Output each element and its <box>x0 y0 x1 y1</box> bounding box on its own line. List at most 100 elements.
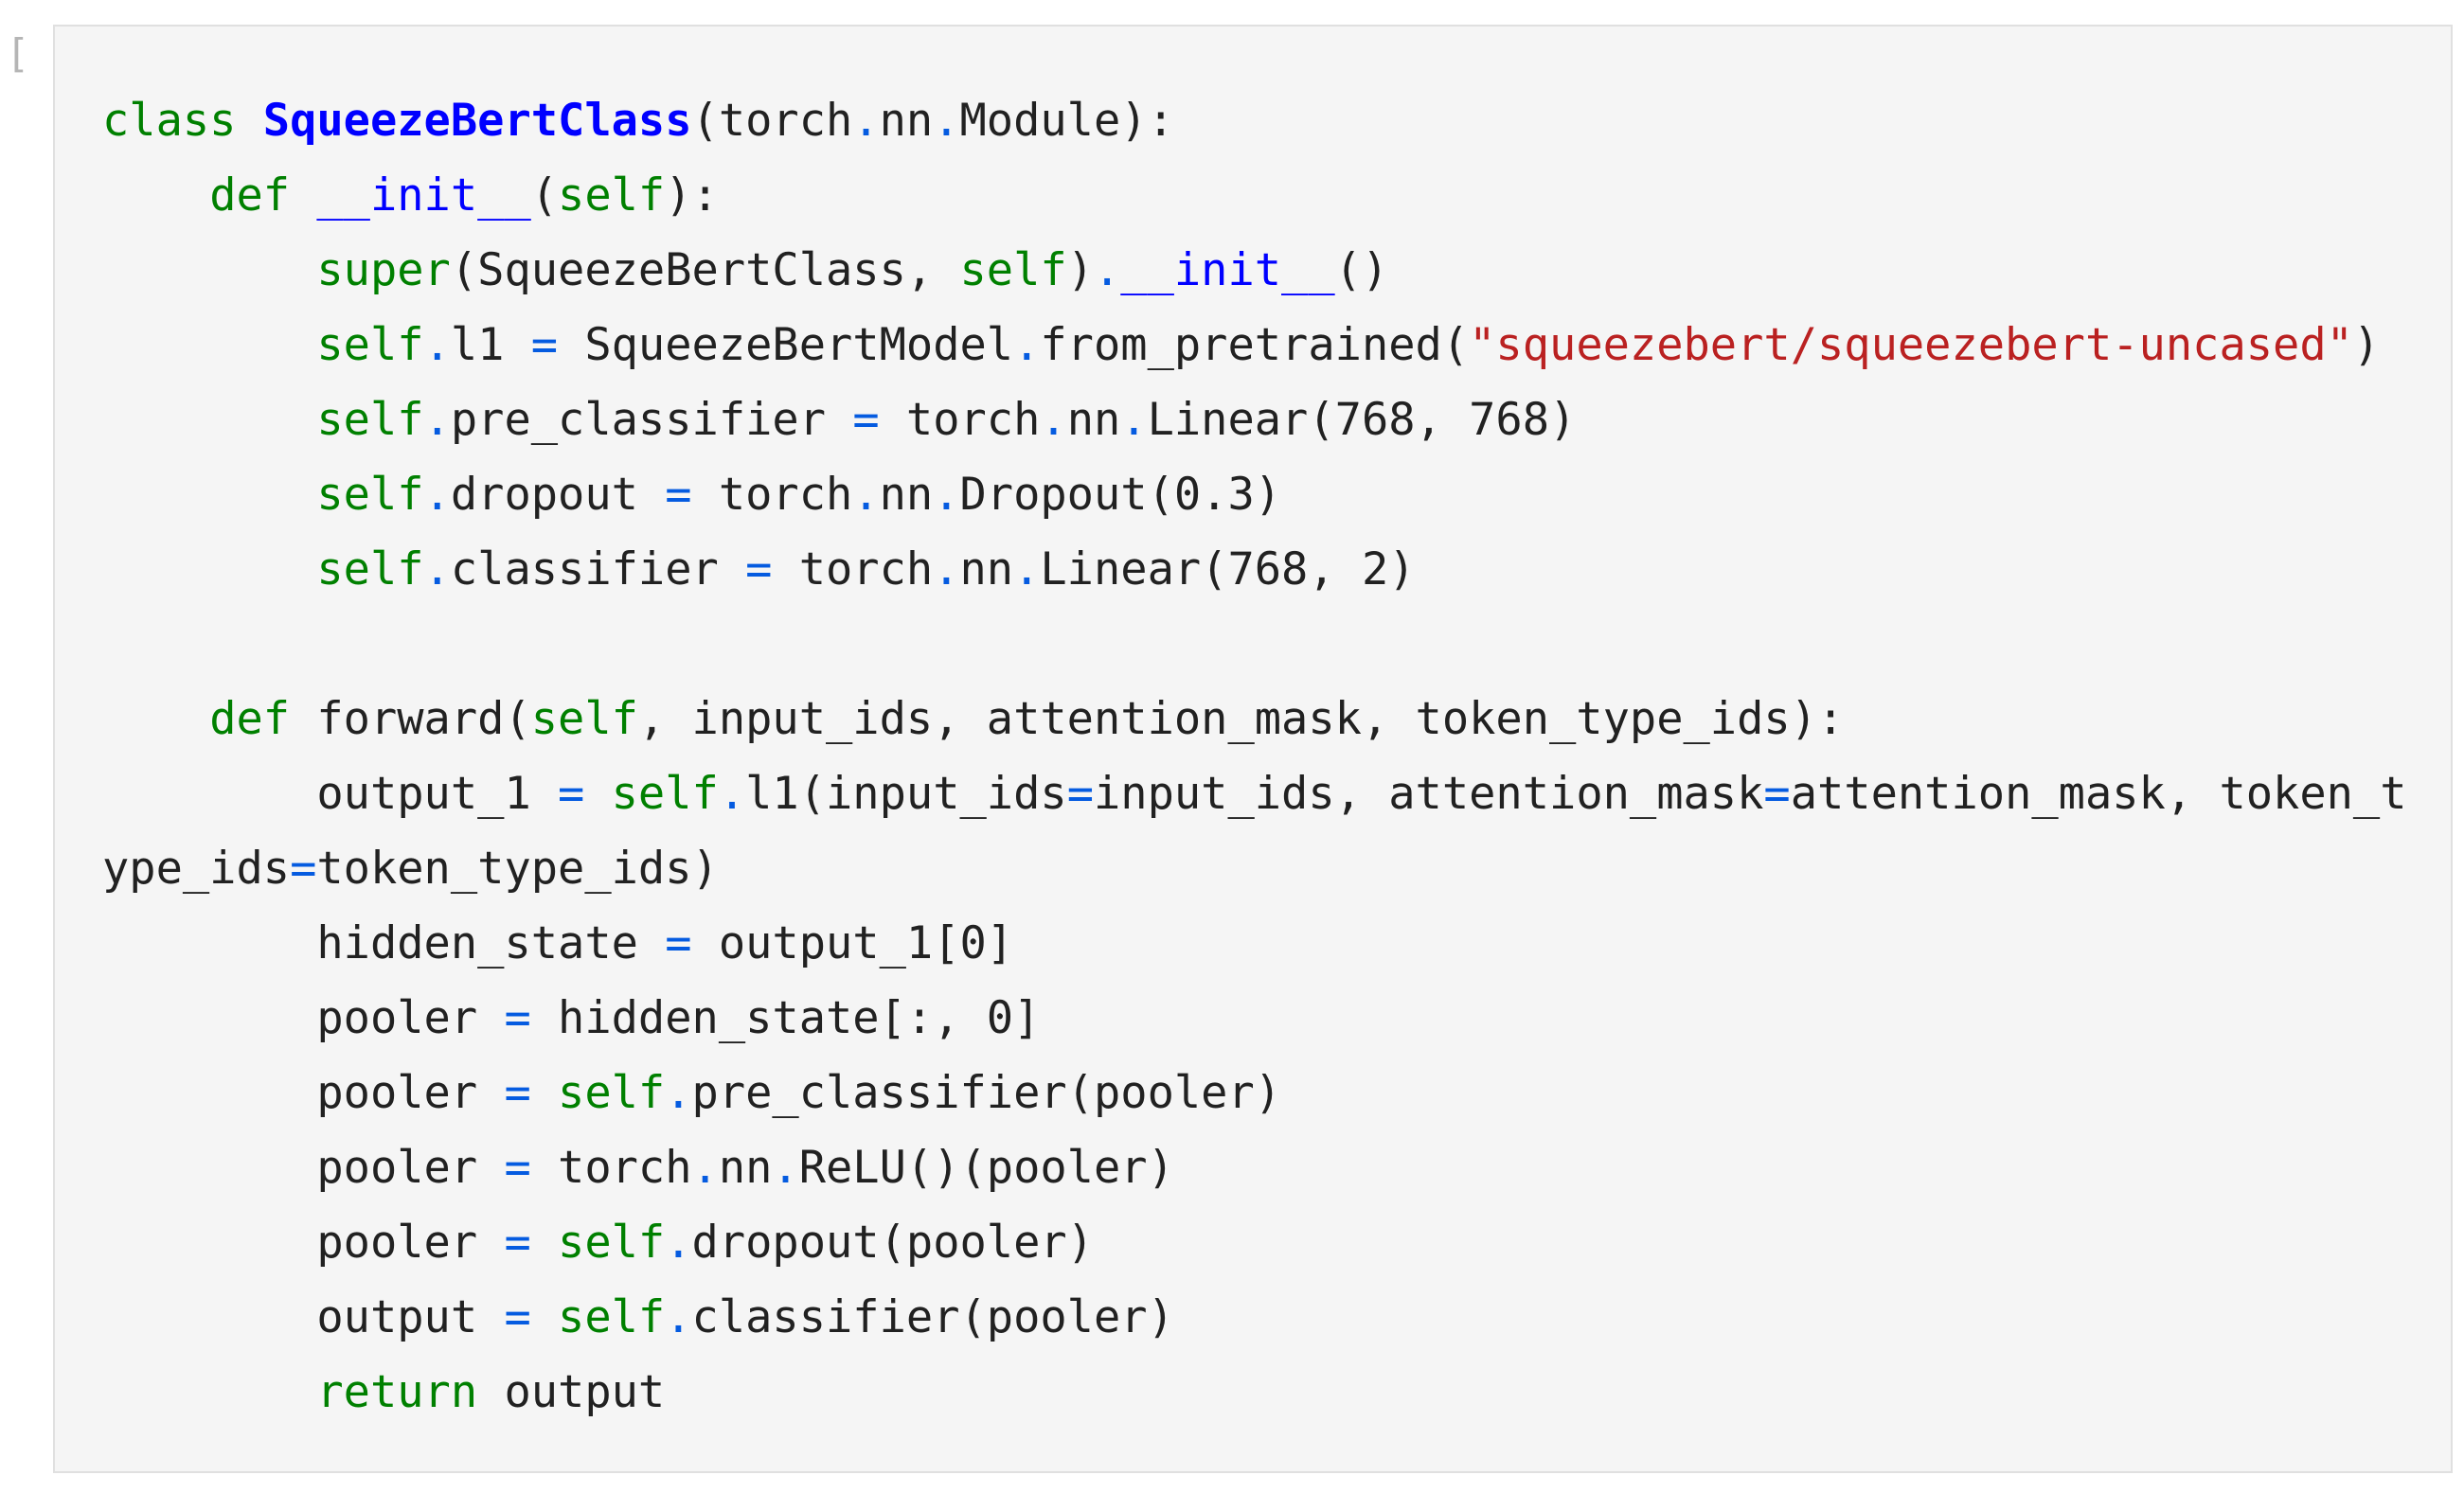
code-token: Dropout(0.3) <box>959 469 1282 521</box>
code-token: from_pretrained( <box>1040 319 1470 371</box>
builtin-token: self <box>558 1067 666 1119</box>
code-token: torch <box>691 469 853 521</box>
keyword-token: return <box>316 1366 478 1418</box>
code-token <box>290 169 316 222</box>
keyword-token: def <box>209 693 291 745</box>
code-token: output <box>477 1366 666 1418</box>
operator-token: = <box>530 319 559 371</box>
code-token <box>236 95 262 147</box>
builtin-token: self <box>316 469 424 521</box>
operator-token: . <box>1040 394 1067 446</box>
code-token <box>102 394 316 446</box>
code-line: def __init__(self): <box>102 158 2407 233</box>
code-token: token_type_ids) <box>316 843 719 895</box>
code-line: self.classifier = torch.nn.Linear(768, 2… <box>102 532 2407 607</box>
code-token <box>531 1217 558 1269</box>
code-token: output_1 <box>102 768 559 820</box>
code-token: () <box>1334 244 1389 296</box>
code-token: nn <box>959 543 1014 595</box>
code-token <box>584 768 611 820</box>
operator-token: . <box>852 469 880 521</box>
code-token: forward( <box>290 693 531 745</box>
builtin-token: self <box>316 394 424 446</box>
operator-token: . <box>423 543 451 595</box>
code-token <box>102 319 316 371</box>
code-line: pooler = self.dropout(pooler) <box>102 1205 2407 1280</box>
code-token <box>531 1067 558 1119</box>
class-name-token: SqueezeBertClass <box>262 95 692 147</box>
operator-token: = <box>504 1067 531 1119</box>
code-line: output_1 = self.l1(input_ids=input_ids, … <box>102 756 2406 831</box>
code-token: classifier <box>450 543 746 595</box>
code-line: class SqueezeBertClass(torch.nn.Module): <box>102 83 2407 158</box>
code-line: self.pre_classifier = torch.nn.Linear(76… <box>102 382 2407 457</box>
code-token: l1(input_ids <box>745 768 1067 820</box>
string-token: "squeezebert/squeezebert-uncased" <box>1469 319 2353 371</box>
operator-token: . <box>772 1142 799 1194</box>
code-token: pre_classifier <box>450 394 853 446</box>
operator-token: . <box>423 394 451 446</box>
operator-token: = <box>504 1142 531 1194</box>
operator-token: = <box>665 917 692 969</box>
operator-token: = <box>504 1291 531 1343</box>
code-token: SqueezeBertModel <box>558 319 1014 371</box>
code-token: ) <box>2352 319 2381 371</box>
keyword-token: class <box>102 95 237 147</box>
code-line: pooler = hidden_state[:, 0] <box>102 981 2407 1056</box>
builtin-token: self <box>316 319 424 371</box>
code-token: output <box>102 1291 505 1343</box>
code-token: nn <box>879 469 934 521</box>
operator-token: . <box>1013 319 1041 371</box>
operator-token: = <box>1066 768 1094 820</box>
keyword-token: def <box>209 169 291 222</box>
operator-token: = <box>504 992 531 1044</box>
operator-token: . <box>423 319 451 371</box>
code-token: classifier(pooler) <box>691 1291 1174 1343</box>
builtin-token: self <box>558 1217 666 1269</box>
operator-token: . <box>1013 543 1041 595</box>
code-token: pooler <box>102 992 505 1044</box>
operator-token: . <box>852 95 880 147</box>
code-token: ReLU()(pooler) <box>798 1142 1174 1194</box>
operator-token: . <box>665 1291 692 1343</box>
code-token <box>102 469 316 521</box>
operator-token: = <box>665 469 692 521</box>
code-line: return output <box>102 1355 2407 1430</box>
code-token: nn <box>718 1142 773 1194</box>
code-token <box>102 244 316 296</box>
code-line <box>102 607 2407 682</box>
code-token: (torch <box>691 95 853 147</box>
code-line: output = self.classifier(pooler) <box>102 1280 2407 1355</box>
code-line: pooler = torch.nn.ReLU()(pooler) <box>102 1130 2407 1205</box>
builtin-token: self <box>316 543 424 595</box>
code-token <box>531 1291 558 1343</box>
operator-token: = <box>558 768 585 820</box>
code-token: Linear(768, 768) <box>1147 394 1577 446</box>
code-token: torch <box>879 394 1041 446</box>
operator-token: . <box>933 95 960 147</box>
code-token: hidden_state[:, 0] <box>530 992 1041 1044</box>
operator-token: = <box>1763 768 1791 820</box>
code-token: (SqueezeBertClass, <box>450 244 960 296</box>
code-token: hidden_state <box>102 917 666 969</box>
code-block[interactable]: class SqueezeBertClass(torch.nn.Module):… <box>102 83 2407 1430</box>
code-token: ): <box>665 169 719 222</box>
operator-token: . <box>933 543 960 595</box>
builtin-token: super <box>316 244 451 296</box>
code-token: ( <box>530 169 559 222</box>
operator-token: = <box>504 1217 531 1269</box>
operator-token: . <box>718 768 746 820</box>
operator-token: . <box>1093 244 1121 296</box>
code-line: ype_ids=token_type_ids) <box>102 831 2407 906</box>
code-token: l1 <box>450 319 531 371</box>
builtin-token: self <box>611 768 719 820</box>
code-token: pooler <box>102 1217 505 1269</box>
code-token: Module): <box>959 95 1174 147</box>
code-editor[interactable]: class SqueezeBertClass(torch.nn.Module):… <box>53 25 2453 1473</box>
builtin-token: self <box>558 1291 666 1343</box>
code-token: torch <box>772 543 934 595</box>
code-token: pooler <box>102 1067 505 1119</box>
code-token: pre_classifier(pooler) <box>691 1067 1282 1119</box>
code-token: dropout <box>450 469 666 521</box>
